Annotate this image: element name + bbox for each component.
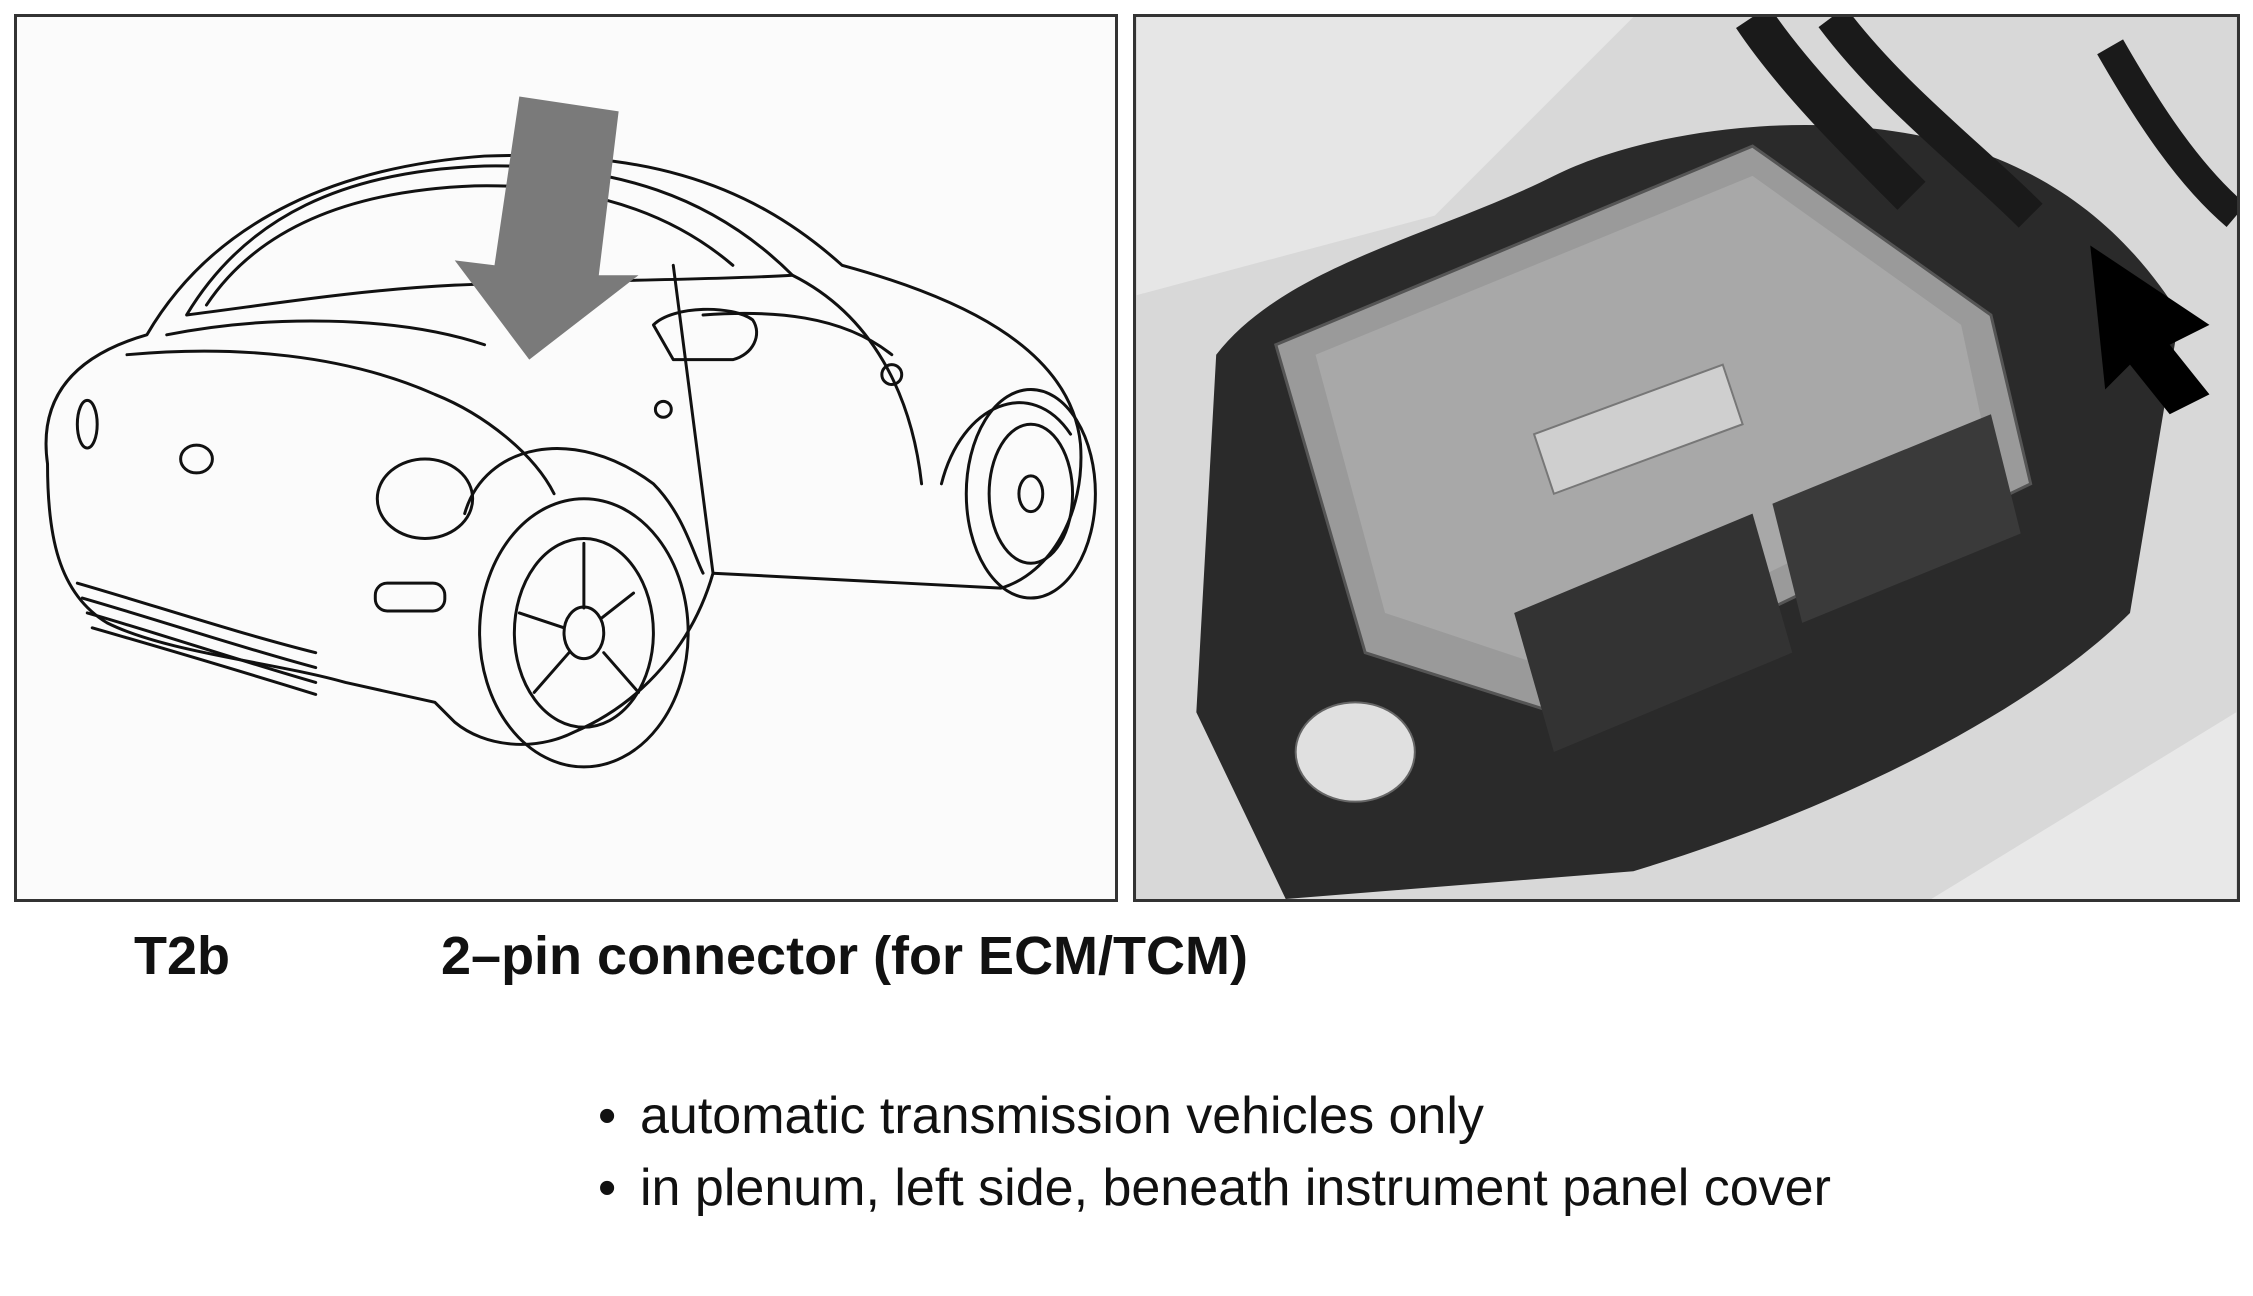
bullet-icon: • xyxy=(598,1087,617,1145)
ecm-module-photo xyxy=(1136,17,2237,899)
ecm-photo-panel xyxy=(1133,14,2240,902)
arrow-pointer-icon xyxy=(2090,245,2210,415)
bullet-icon: • xyxy=(598,1159,617,1217)
list-item: • automatic transmission vehicles only xyxy=(598,1080,2000,1152)
notes-list: • automatic transmission vehicles only •… xyxy=(598,1080,2000,1224)
connector-code: T2b xyxy=(134,926,231,986)
car-illustration-panel xyxy=(14,14,1118,902)
car-line-drawing xyxy=(44,96,1097,769)
note-text: automatic transmission vehicles only xyxy=(640,1087,1484,1145)
list-item: • in plenum, left side, beneath instrume… xyxy=(598,1152,2000,1224)
arrow-down-icon xyxy=(454,96,639,360)
connector-title: 2–pin connector (for ECM/TCM) xyxy=(441,926,1248,986)
note-text: in plenum, left side, beneath instrument… xyxy=(640,1159,1831,1217)
